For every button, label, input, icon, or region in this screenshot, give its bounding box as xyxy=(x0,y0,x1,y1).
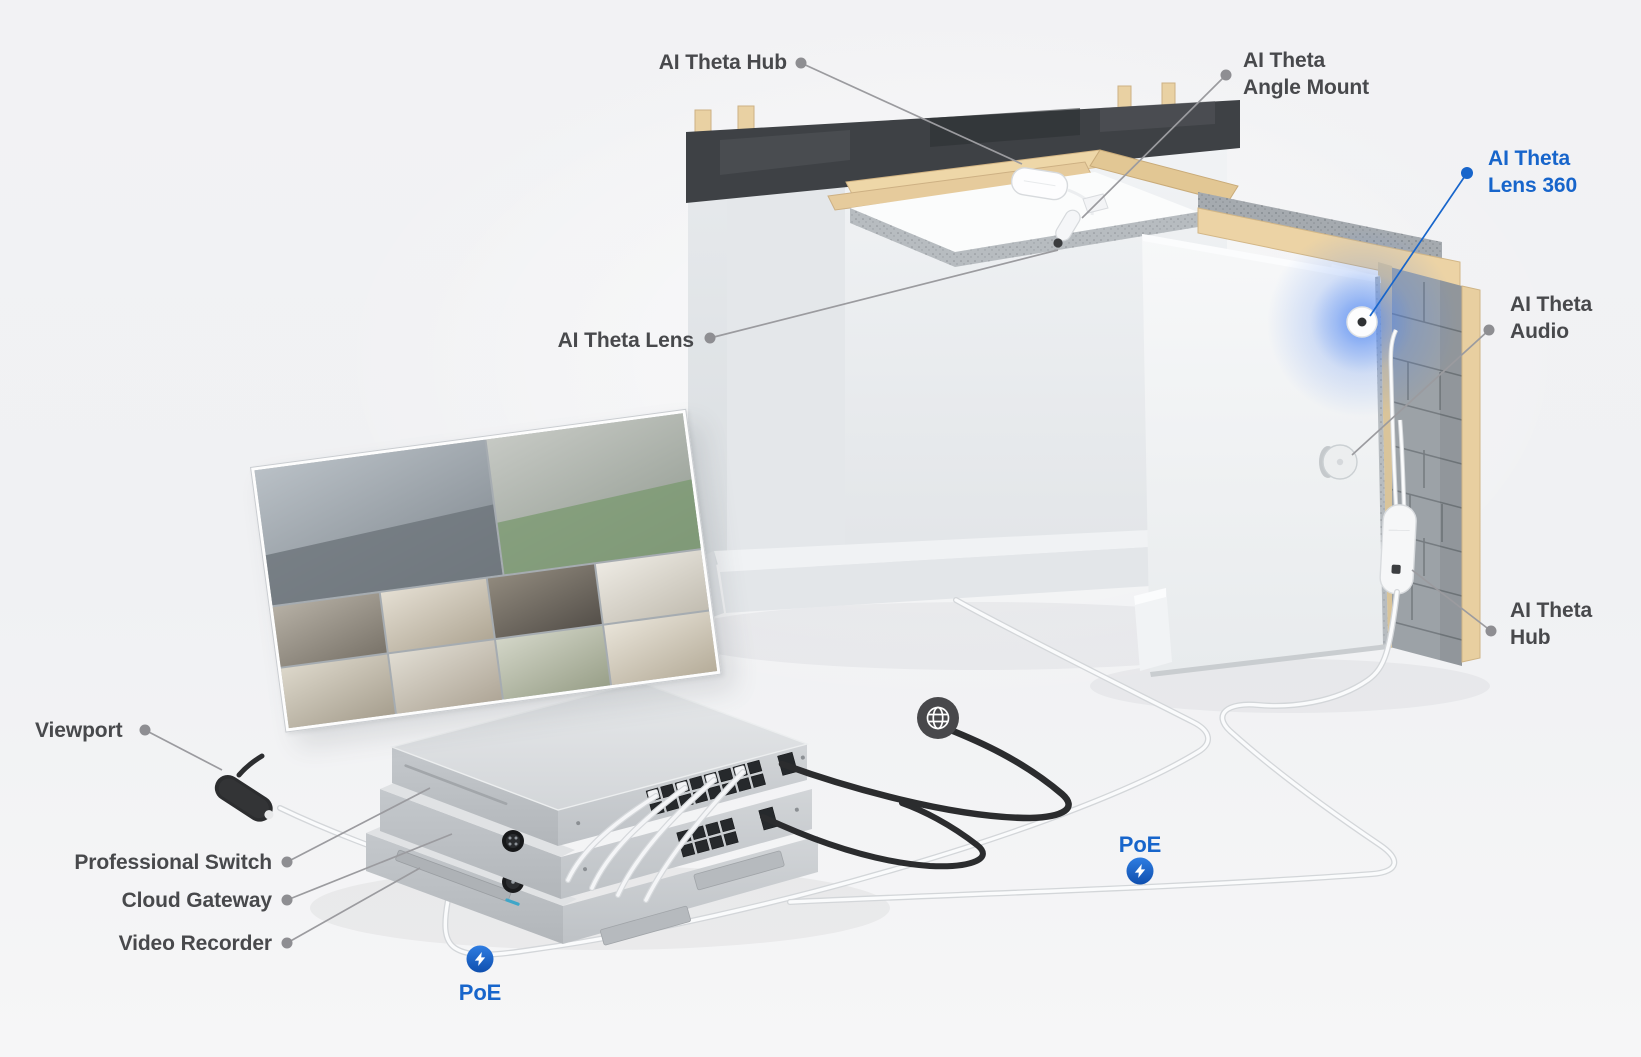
callout-line: Hub xyxy=(1510,626,1551,649)
monitor-screen xyxy=(254,413,718,729)
camera-feed-street-houses xyxy=(272,592,387,667)
poe-badge-1 xyxy=(466,945,494,973)
leader-dots xyxy=(139,57,1497,949)
hub-logo xyxy=(1391,564,1401,574)
callout-professional-switch[interactable]: Professional Switch xyxy=(74,851,272,874)
center-wall-left-face xyxy=(727,144,845,568)
wall-top-beam xyxy=(686,100,1240,203)
callout-cloud-gateway[interactable]: Cloud Gateway xyxy=(121,889,273,912)
poe-label-1: PoE xyxy=(458,980,502,1005)
professional-switch-device xyxy=(389,681,810,903)
camera-feed-street-intersection xyxy=(486,413,701,574)
right-wall-mockup xyxy=(1134,192,1481,677)
callout-line: Angle Mount xyxy=(1243,76,1370,99)
camera-feed-open-office xyxy=(388,640,502,714)
callout-line: Lens 360 xyxy=(1488,174,1578,197)
callout-line: AI Theta xyxy=(1488,147,1571,170)
right-wall-baseboard xyxy=(1134,588,1172,671)
internet-cables xyxy=(760,725,1072,870)
wood-studs xyxy=(694,82,1176,139)
callout-ai-theta-lens[interactable]: AI Theta Lens xyxy=(557,329,694,352)
camera-feed-plant-office xyxy=(496,625,610,700)
viewport-device xyxy=(214,753,274,822)
callout-ai-theta-lens-360[interactable]: AI Theta Lens 360 xyxy=(1488,145,1577,199)
callout-ai-theta-hub-top[interactable]: AI Theta Hub xyxy=(658,51,787,74)
wood-strip xyxy=(1461,285,1481,663)
callout-viewport[interactable]: Viewport xyxy=(35,719,123,742)
lightning-bolt-icon xyxy=(474,952,486,966)
camera-feed-reception xyxy=(603,611,718,686)
status-led xyxy=(505,898,520,906)
camera-feed-meeting-room xyxy=(280,654,395,729)
ai-theta-audio-device xyxy=(1319,444,1358,480)
callout-video-recorder[interactable]: Video Recorder xyxy=(118,932,273,955)
lightning-bolt-icon xyxy=(1134,864,1146,878)
callout-ai-theta-angle-mount[interactable]: AI Theta Angle Mount xyxy=(1243,47,1369,101)
leader-lines xyxy=(144,62,1492,944)
poe-label-2: PoE xyxy=(1118,832,1162,857)
center-wall-mockup xyxy=(686,82,1240,618)
center-wall-end-cap xyxy=(688,144,727,572)
camera-lens-tip xyxy=(1053,238,1063,248)
center-wall-baseboard xyxy=(702,530,1150,618)
camera-feed-dark-office xyxy=(487,563,602,638)
callout-line: AI Theta xyxy=(1243,49,1326,72)
patch-cables xyxy=(565,769,746,903)
globe-icon xyxy=(917,697,959,739)
camera-feed-bright-office xyxy=(595,549,709,624)
callout-line: Audio xyxy=(1510,320,1569,343)
cloud-gateway-device xyxy=(380,783,812,899)
ai-theta-lens-360-device xyxy=(1267,227,1457,417)
callout-ai-theta-audio[interactable]: AI Theta Audio xyxy=(1510,291,1592,345)
callout-line: AI Theta xyxy=(1510,293,1593,316)
callout-ai-theta-hub-right[interactable]: AI Theta Hub xyxy=(1510,597,1592,651)
callout-line: AI Theta xyxy=(1510,599,1593,622)
poe-badge-2 xyxy=(1126,857,1154,885)
camera-feed-lobby-interior xyxy=(380,578,494,653)
ai-theta-hub-device-right xyxy=(1379,328,1417,595)
